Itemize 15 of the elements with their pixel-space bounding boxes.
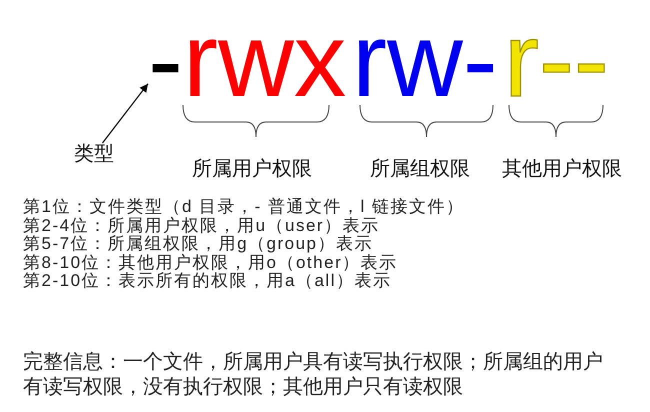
callout-label: 类型 [74, 143, 114, 165]
note-text: 第2-4位：所属用户权限，用u（user）表示 [23, 216, 380, 234]
type-character: - [148, 24, 183, 98]
brace-label: 所属用户权限 [192, 158, 312, 180]
note-text: 第2-10位：表示所有的权限，用a（all）表示 [23, 272, 392, 290]
note-text: 第5-7位：所属组权限，用g（group）表示 [23, 235, 374, 253]
brace-label: 所属组权限 [370, 158, 470, 180]
permission-letters: r-- [504, 24, 609, 98]
summary-text: 完整信息：一个文件，所属用户具有读写执行权限；所属组的用户有读写权限，没有执行权限；其他用户只有读权限 [23, 350, 604, 400]
brace-label: 其他用户权限 [502, 158, 622, 180]
note-text: 第1位：文件类型（d 目录，- 普通文件，l 链接文件） [23, 198, 465, 216]
permission-letters: rw- [352, 24, 498, 98]
arrow [102, 83, 148, 144]
permission-letters: rwx [183, 24, 346, 98]
note-text: 第8-10位：其他用户权限，用o（other）表示 [23, 254, 398, 272]
